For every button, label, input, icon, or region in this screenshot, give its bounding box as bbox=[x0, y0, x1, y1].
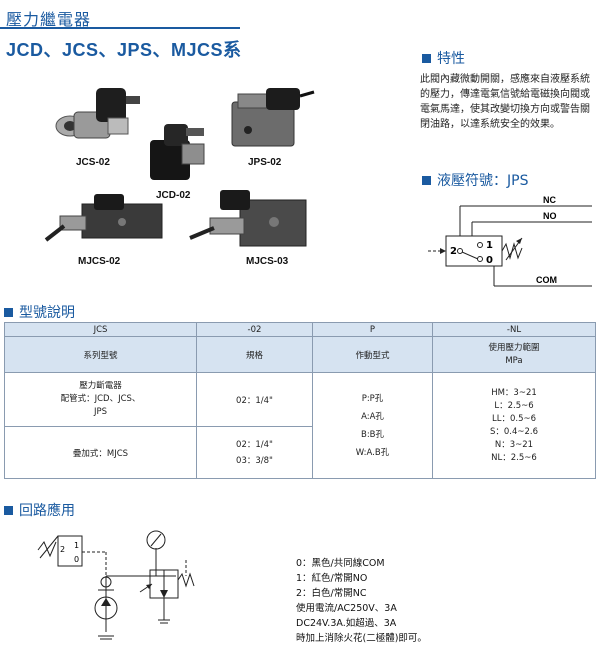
symbol-heading-text: 液壓符號：JPS bbox=[437, 173, 529, 189]
product-image-mjcs-02 bbox=[44, 194, 163, 242]
legend-line: 時加上消除火花(二極體)即可。 bbox=[296, 633, 427, 644]
model-table: JCS -02 P -NL 系列型號 規格 作動型式 使用壓力範圍 MPa 壓力… bbox=[4, 322, 596, 479]
model-heading: 型號說明 bbox=[4, 302, 75, 322]
features-description: 此閥內藏微動開關，感應來自液壓系統的壓力，傳達電氣信號給電磁換向閥或電氣馬達，使… bbox=[420, 74, 590, 130]
product-label-jcd-02: JCD-02 bbox=[156, 190, 191, 201]
col-header-series: JCS bbox=[4, 322, 197, 337]
row2-series: 疊加式：MJCS bbox=[4, 426, 197, 479]
heading-marker bbox=[4, 307, 13, 317]
circuit-legend: 0：黑色/共同線COM 1：紅色/常開NO 2：白色/常開NC 使用電流/AC2… bbox=[296, 556, 427, 646]
heading-marker bbox=[422, 175, 431, 185]
product-label-jcs-02: JCS-02 bbox=[76, 157, 110, 168]
subheader-range: 使用壓力範圍 MPa bbox=[432, 336, 596, 373]
series-title: JCD、JCS、JPS、MJCS系 bbox=[6, 40, 242, 60]
features-heading-text: 特性 bbox=[437, 51, 465, 67]
pressure-ranges: HM：3~21 L：2.5~6 LL：0.5~6 S：0.4~2.6 N：3~2… bbox=[432, 372, 596, 479]
subheader-action: 作動型式 bbox=[312, 336, 433, 373]
legend-line: DC24V.3A.如超過、3A bbox=[296, 618, 397, 629]
col-header-action: P bbox=[312, 322, 433, 337]
legend-line: 0：黑色/共同線COM bbox=[296, 558, 385, 569]
heading-marker bbox=[422, 53, 431, 63]
row1-series: 壓力斷電器 配管式：JCD、JCS、 JPS bbox=[4, 372, 197, 427]
hydraulic-symbol-jps: NC NO COM 2 1 0 bbox=[428, 195, 592, 287]
row2-spec: 02：1/4" 03：3/8" bbox=[196, 426, 313, 479]
product-image-jcs-02 bbox=[55, 88, 140, 139]
row1-spec: 02：1/4" bbox=[196, 372, 313, 427]
circuit-heading-text: 回路應用 bbox=[19, 503, 75, 519]
circuit-diagram: 2 1 0 bbox=[37, 530, 195, 640]
heading-marker bbox=[4, 505, 13, 515]
page-title: 壓力繼電器 bbox=[6, 10, 92, 29]
col-header-range: -NL bbox=[432, 322, 596, 337]
subheader-spec: 規格 bbox=[196, 336, 313, 373]
subheader-series: 系列型號 bbox=[4, 336, 197, 373]
symbol-pos-0: 0 bbox=[486, 255, 493, 266]
switch-pos-2: 2 bbox=[60, 545, 65, 554]
switch-pos-0: 0 bbox=[74, 555, 79, 564]
product-image-jps-02 bbox=[231, 88, 315, 147]
model-heading-text: 型號說明 bbox=[19, 305, 75, 321]
symbol-com-label: COM bbox=[536, 275, 557, 285]
title-rule bbox=[0, 27, 240, 29]
col-header-spec: -02 bbox=[196, 322, 313, 337]
action-types: P:P孔 A:A孔 B:B孔 W:A.B孔 bbox=[312, 372, 433, 479]
legend-line: 使用電流/AC250V、3A bbox=[296, 603, 397, 614]
symbol-no-label: NO bbox=[543, 211, 557, 221]
symbol-pos-1: 1 bbox=[486, 240, 493, 251]
product-image-mjcs-03 bbox=[189, 190, 307, 247]
symbol-nc-label: NC bbox=[543, 195, 556, 205]
switch-pos-1: 1 bbox=[74, 541, 79, 550]
product-image-jcd-02 bbox=[150, 124, 205, 180]
legend-line: 1：紅色/常開NO bbox=[296, 573, 368, 584]
product-label-mjcs-03: MJCS-03 bbox=[246, 256, 289, 267]
symbol-pos-2: 2 bbox=[450, 246, 457, 257]
legend-line: 2：白色/常開NC bbox=[296, 588, 367, 599]
symbol-heading: 液壓符號：JPS bbox=[422, 170, 528, 190]
product-label-jps-02: JPS-02 bbox=[248, 157, 282, 168]
circuit-heading: 回路應用 bbox=[4, 500, 75, 520]
product-label-mjcs-02: MJCS-02 bbox=[78, 256, 121, 267]
features-heading: 特性 bbox=[422, 48, 465, 68]
